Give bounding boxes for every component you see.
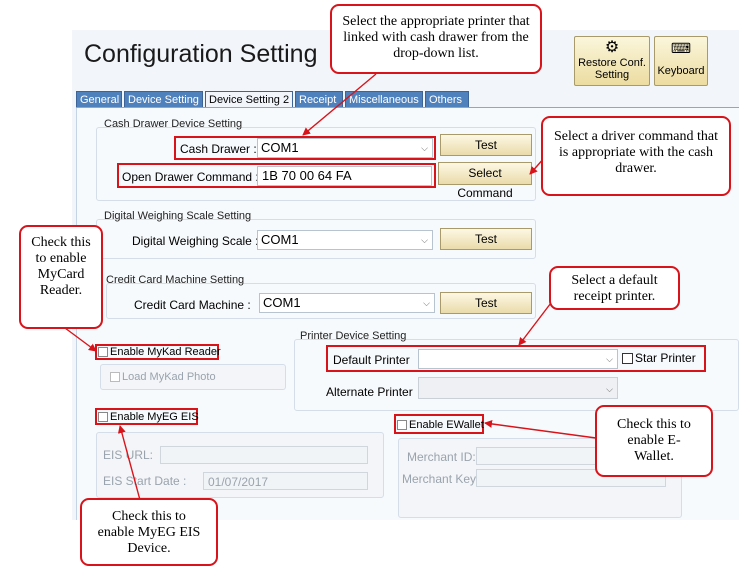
scale-label: Digital Weighing Scale : [132,234,259,248]
chevron-down-icon: ⌵ [423,298,430,308]
keyboard-icon: ⌨ [670,40,692,56]
scale-group-title: Digital Weighing Scale Setting [104,210,252,222]
eis-start-date-input[interactable]: 01/07/2017 [203,472,368,490]
keyboard-label: Keyboard [657,65,705,77]
alternate-printer-select[interactable]: ⌵ [418,377,618,399]
annotation-box-cash-drawer [174,136,436,160]
default-printer-select[interactable]: ⌵ [418,349,618,369]
cash-drawer-group-title: Cash Drawer Device Setting [104,118,243,130]
chevron-down-icon: ⌵ [421,235,428,245]
enable-myeg-checkbox[interactable]: Enable MyEG EIS [98,411,199,423]
merchant-key-label: Merchant Key: [402,472,480,486]
star-printer-checkbox[interactable]: Star Printer [622,351,696,365]
open-command-label: Open Drawer Command : [122,170,259,184]
credit-card-group [106,283,536,319]
gear-icon: ⚙ [604,39,620,56]
callout-mycard: Check this to enable MyCard Reader. [19,225,103,329]
restore-conf-label: Restore Conf. Setting [578,57,646,81]
credit-card-label: Credit Card Machine : [134,298,251,312]
annotation-box-mykad [95,344,219,360]
default-printer-label: Default Printer [333,353,410,367]
arrow-ewallet [484,419,597,439]
cash-drawer-select[interactable]: COM1 ⌵ [257,138,433,158]
cash-drawer-group [96,127,536,201]
checkbox-icon [98,347,108,358]
tab-others[interactable]: Others [425,91,469,108]
checkbox-icon [110,372,120,383]
credit-card-group-title: Credit Card Machine Setting [106,274,245,286]
eis-url-input[interactable] [160,446,368,464]
cash-drawer-label: Cash Drawer : [180,142,257,156]
credit-card-select[interactable]: COM1 ⌵ [259,293,435,313]
printer-group-title: Printer Device Setting [300,330,407,342]
annotation-box-default-printer [326,345,706,372]
cash-drawer-test-button[interactable]: Test [440,134,532,156]
merchant-id-label: Merchant ID: [407,450,476,464]
eis-start-date-label: EIS Start Date : [103,474,187,488]
enable-mykad-label: Enable MyKad Reader [110,346,221,358]
checkbox-icon [622,353,633,365]
scale-select[interactable]: COM1 ⌵ [257,230,433,250]
open-command-input[interactable]: 1B 70 00 64 FA [257,166,432,186]
callout-myeg: Check this to enable MyEG EIS Device. [80,498,218,566]
chevron-down-icon: ⌵ [421,143,428,153]
mykad-photo-group [100,364,286,390]
scale-value: COM1 [261,232,299,247]
star-printer-label: Star Printer [635,351,696,365]
load-mykad-photo-label: Load MyKad Photo [122,371,216,383]
callout-printer-drawer: Select the appropriate printer that link… [330,4,542,74]
keyboard-button[interactable]: ⌨ Keyboard [654,36,708,86]
restore-conf-button[interactable]: ⚙ Restore Conf. Setting [574,36,650,86]
tab-receipt[interactable]: Receipt [295,91,343,108]
arrow-myeg [117,425,141,501]
scale-test-button[interactable]: Test [440,228,532,250]
tab-miscellaneous[interactable]: Miscellaneous [345,91,423,108]
callout-driver-command: Select a driver command that is appropri… [541,116,731,196]
annotation-box-open-command [117,163,436,188]
chevron-down-icon: ⌵ [606,354,613,364]
enable-mykad-checkbox[interactable]: Enable MyKad Reader [98,346,221,358]
annotation-box-ewallet [394,414,484,434]
cash-drawer-value: COM1 [261,140,299,155]
chevron-down-icon: ⌵ [606,384,613,394]
tab-general[interactable]: General [76,91,122,108]
checkbox-icon [397,420,407,431]
arrow-mycard [64,327,97,352]
annotation-box-myeg [95,408,198,425]
load-mykad-photo-checkbox[interactable]: Load MyKad Photo [110,371,216,383]
enable-ewallet-label: Enable EWallet [409,419,484,431]
select-command-button[interactable]: Select Command [438,162,532,200]
checkbox-icon [98,412,108,423]
alternate-printer-label: Alternate Printer [326,385,413,399]
enable-myeg-label: Enable MyEG EIS [110,411,199,423]
tab-divider [76,107,739,108]
page-title: Configuration Setting [84,40,318,68]
credit-card-value: COM1 [263,295,301,310]
credit-card-test-button[interactable]: Test [440,292,532,314]
arrow-printer-drawer [302,73,377,136]
callout-default-printer: Select a default receipt printer. [549,266,680,310]
callout-ewallet: Check this to enable E-Wallet. [595,405,713,477]
enable-ewallet-checkbox[interactable]: Enable EWallet [397,419,484,431]
